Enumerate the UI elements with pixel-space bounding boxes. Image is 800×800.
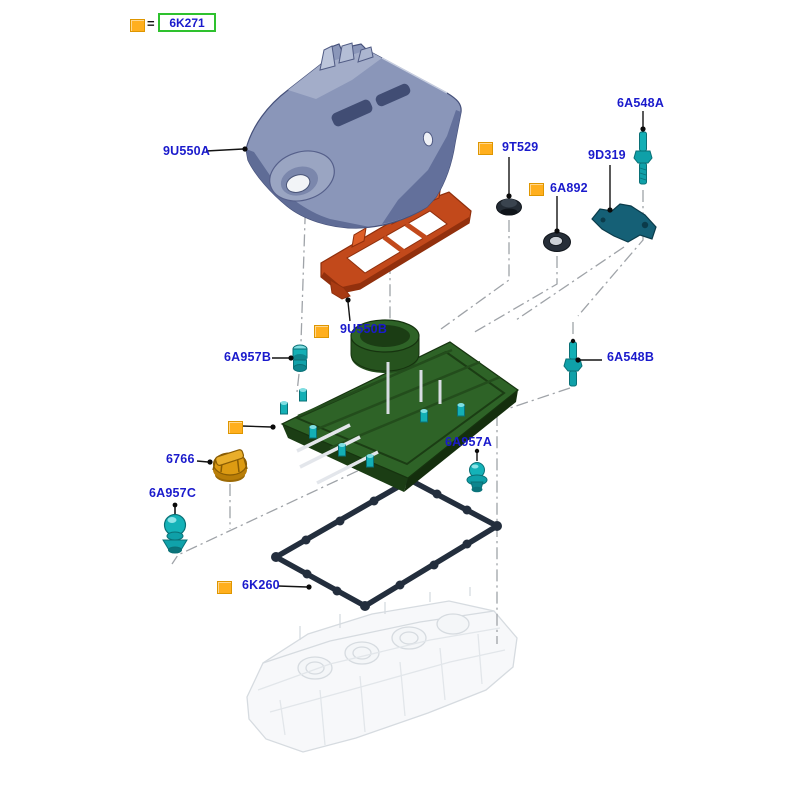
legend-code: 6K271 bbox=[169, 15, 205, 30]
marker-icon-9t529 bbox=[478, 142, 493, 155]
grommet-6a957a-illustration bbox=[466, 448, 488, 493]
legend-equals: = bbox=[147, 16, 155, 31]
part-label-6766: 6766 bbox=[166, 452, 195, 466]
part-label-6a957a: 6A957A bbox=[445, 435, 493, 449]
part-label-6a957b: 6A957B bbox=[224, 350, 272, 364]
part-label-6k260: 6K260 bbox=[242, 578, 280, 592]
stud-6a548b-illustration bbox=[563, 338, 583, 387]
bracket-9d319-illustration bbox=[591, 203, 657, 243]
engine-block-ghost-illustration bbox=[246, 587, 518, 753]
spacer-6a957b-illustration bbox=[292, 344, 308, 372]
legend-marker-icon bbox=[130, 19, 145, 32]
part-label-9d319: 9D319 bbox=[588, 148, 626, 162]
engine-cover-illustration bbox=[245, 42, 462, 229]
valve-cover-illustration bbox=[280, 319, 519, 492]
marker-icon-6k260 bbox=[217, 581, 232, 594]
seal-ring-6a892-illustration bbox=[543, 232, 571, 252]
oil-cap-6766-illustration bbox=[212, 449, 248, 482]
part-label-6a548a: 6A548A bbox=[617, 96, 665, 110]
stud-6a548a-illustration bbox=[633, 131, 653, 185]
marker-icon-valve-cover bbox=[228, 421, 243, 434]
cover-bolts bbox=[280, 388, 465, 468]
part-label-6a957c: 6A957C bbox=[149, 486, 197, 500]
grommet-6a957c-illustration bbox=[162, 502, 188, 554]
grommet-9t529-illustration bbox=[496, 198, 522, 216]
marker-icon-6a892 bbox=[529, 183, 544, 196]
part-label-6a892: 6A892 bbox=[550, 181, 588, 195]
part-label-9t529: 9T529 bbox=[502, 140, 539, 154]
leader-dots bbox=[207, 126, 646, 590]
part-label-9u550b: 9U550B bbox=[340, 322, 388, 336]
part-label-6a548b: 6A548B bbox=[607, 350, 655, 364]
part-label-9u550a: 9U550A bbox=[163, 144, 211, 158]
legend-code-box: 6K271 bbox=[158, 13, 216, 32]
leader-lines bbox=[196, 111, 644, 588]
marker-icon-9u550b bbox=[314, 325, 329, 338]
gasket-illustration bbox=[271, 475, 502, 611]
